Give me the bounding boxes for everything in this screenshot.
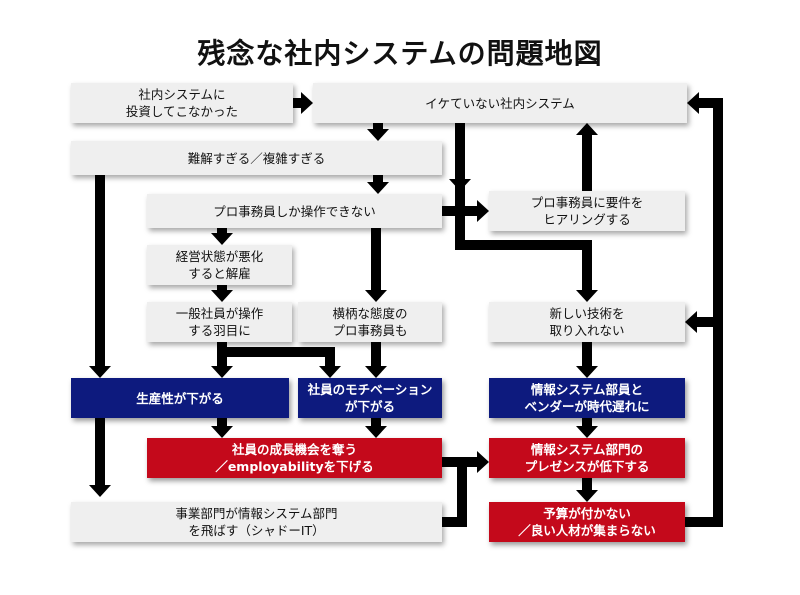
arrow-motivation-to-growth-head — [365, 426, 387, 438]
arrow-budget-to-no-new-tech-head — [685, 311, 697, 333]
arrow-general-staff-to-motivation-shaft — [217, 347, 335, 357]
arrow-pro-only-to-mgmt-worse-head — [211, 233, 233, 245]
arrow-hearing-to-bad-system-head — [576, 123, 598, 135]
node-too-hard: 難解すぎる／複雑すぎる — [71, 141, 442, 175]
arrow-no-new-tech-to-it-dept-head — [576, 366, 598, 378]
node-underinvest: 社内システムに 投資してこなかった — [71, 83, 293, 123]
arrow-too-hard-to-productivity-head — [89, 366, 111, 378]
arrow-too-hard-to-pro-only-shaft — [373, 170, 383, 187]
arrow-arrogant-to-motivation-head — [365, 366, 387, 378]
arrow-too-hard-to-pro-only-head — [367, 182, 389, 194]
arrow-productivity-to-growth-shaft — [217, 413, 227, 431]
arrow-pro-only-to-arrogant-shaft — [371, 223, 381, 295]
arrow-motivation-to-growth-shaft — [371, 413, 381, 431]
arrow-bad-system-to-no-new-tech-head — [576, 290, 598, 302]
arrow-budget-to-bad-system-shaft — [713, 98, 723, 527]
node-motivation: 社員のモチベーション が下がる — [298, 378, 442, 418]
arrow-mgmt-worse-to-general-staff-head — [211, 290, 233, 302]
arrow-bad-system-to-no-new-tech-shaft — [582, 240, 592, 295]
node-no-new-tech: 新しい技術を 取り入れない — [489, 302, 685, 342]
page-title: 残念な社内システムの問題地図 — [197, 37, 603, 70]
node-it-dept-behind: 情報システム部員と ベンダーが時代遅れに — [489, 378, 685, 418]
arrow-growth-to-presence-head — [477, 451, 489, 473]
node-productivity: 生産性が下がる — [71, 378, 289, 418]
arrow-arrogant-to-motivation-shaft — [371, 337, 381, 371]
arrow-pro-only-to-arrogant-head — [365, 290, 387, 302]
arrow-it-dept-to-presence-shaft — [582, 413, 592, 431]
arrow-productivity-to-shadow-it-head — [89, 485, 111, 497]
node-mgmt-worse: 経営状態が悪化 すると解雇 — [147, 245, 292, 285]
arrow-underinvest-to-bad-system-shaft — [288, 98, 306, 108]
arrow-it-dept-to-presence-head — [576, 426, 598, 438]
node-bad-system: イケていない社内システム — [313, 83, 687, 123]
arrow-bad-system-to-no-new-tech-shaft — [455, 118, 465, 250]
arrow-budget-to-bad-system-shaft — [694, 98, 723, 108]
arrow-bad-system-to-too-hard-shaft — [373, 118, 383, 134]
arrow-budget-to-bad-system-head — [687, 92, 699, 114]
arrow-shadow-it-to-presence-shaft — [457, 457, 467, 527]
node-general-staff: 一般社員が操作 する羽目に — [147, 302, 292, 342]
arrow-no-new-tech-to-it-dept-shaft — [582, 337, 592, 371]
arrow-presence-to-budget-head — [576, 490, 598, 502]
arrow-bad-system-to-too-hard-head — [367, 129, 389, 141]
node-hearing: プロ事務員に要件を ヒアリングする — [489, 191, 685, 231]
node-arrogant: 横柄な態度の プロ事務員も — [298, 302, 442, 342]
arrow-presence-to-budget-shaft — [582, 473, 592, 495]
node-pro-only: プロ事務員しか操作できない — [147, 194, 442, 228]
node-shadow-it: 事業部門が情報システム部門 を飛ばす（シャドーIT） — [71, 502, 442, 542]
arrow-general-staff-down-head — [211, 366, 233, 378]
arrow-shadow-it-to-presence-shaft — [437, 517, 467, 527]
arrow-hearing-to-bad-system-shaft — [582, 130, 592, 196]
arrow-pro-only-to-hearing-head — [477, 200, 489, 222]
node-presence: 情報システム部門の プレゼンスが低下する — [489, 438, 685, 478]
arrow-too-hard-to-productivity-shaft — [95, 170, 105, 371]
node-budget: 予算が付かない ／良い人材が集まらない — [489, 502, 685, 542]
arrow-productivity-to-shadow-it-shaft — [95, 413, 105, 490]
arrow-pro-only-to-mgmt-worse-shaft — [217, 223, 227, 238]
node-growth: 社員の成長機会を奪う ／employabilityを下げる — [147, 438, 442, 478]
arrow-general-staff-to-motivation-head — [319, 366, 341, 378]
arrow-budget-to-no-new-tech-shaft — [692, 317, 723, 327]
arrow-underinvest-to-bad-system-head — [301, 92, 313, 114]
arrow-bad-system-to-no-new-tech-shaft — [455, 240, 592, 250]
arrow-general-staff-to-motivation-shaft — [325, 347, 335, 371]
arrow-productivity-to-growth-head — [211, 426, 233, 438]
arrow-budget-to-bad-system-shaft — [680, 517, 723, 527]
arrow-mgmt-worse-to-general-staff-shaft — [217, 280, 227, 295]
